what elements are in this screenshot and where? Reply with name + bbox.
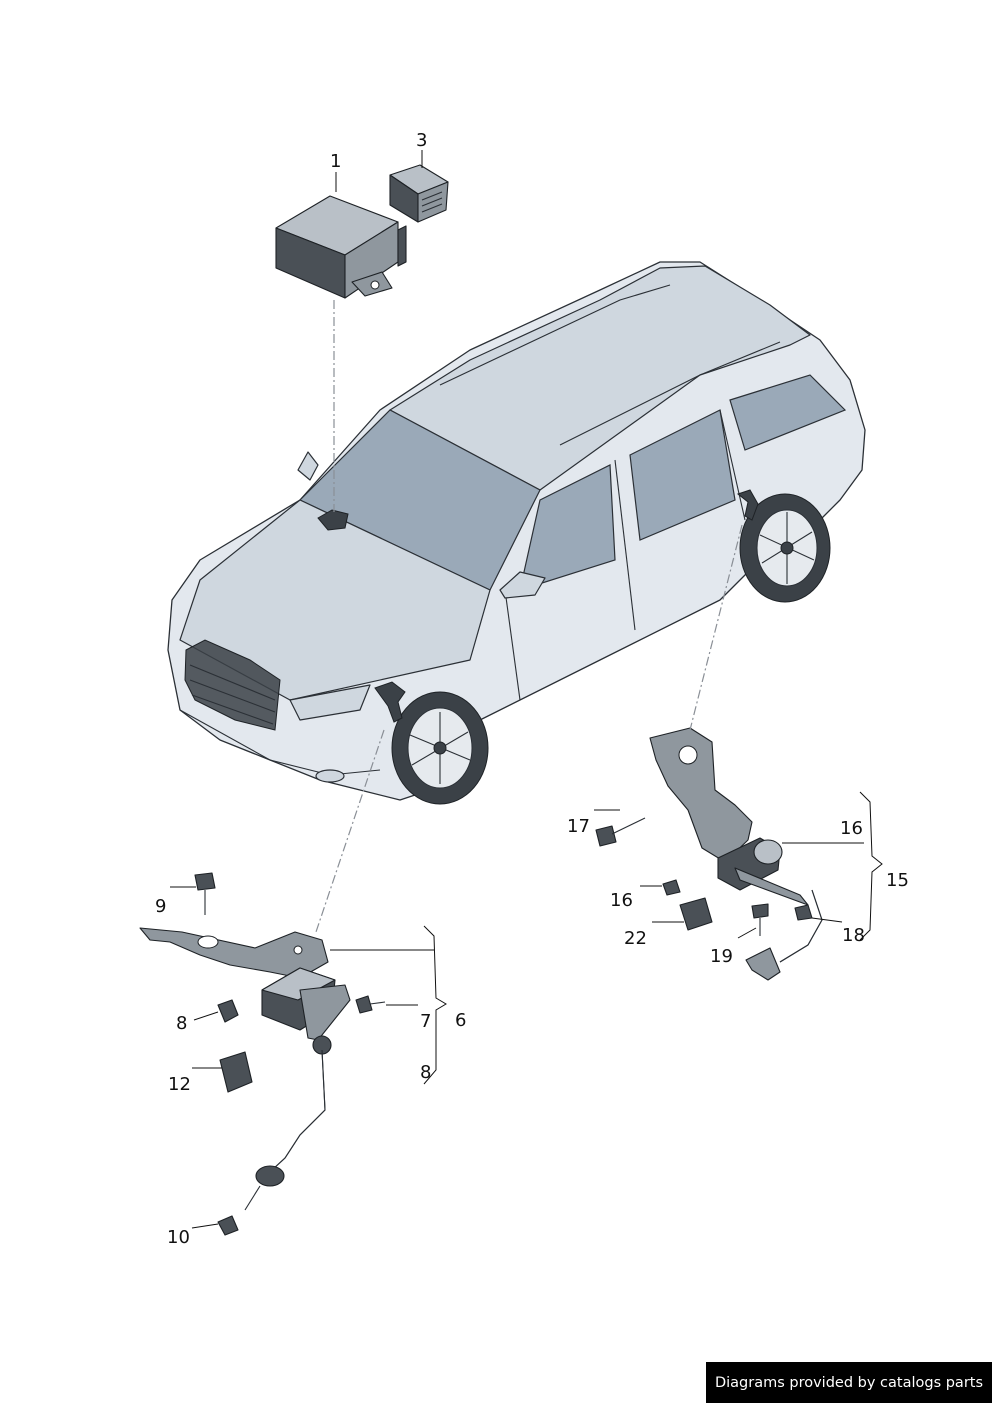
connector-part: [389, 164, 449, 223]
front-wheel: [391, 691, 489, 805]
bushing-22-icon: [679, 897, 713, 931]
callout-10: 10: [167, 1227, 190, 1248]
bolt-19-icon: [751, 903, 769, 919]
callout-16-bolt: 16: [610, 890, 633, 911]
callout-19: 19: [710, 946, 733, 967]
callout-16-assembly: 16: [840, 818, 863, 839]
windshield-sensor-mount: [317, 509, 349, 531]
callout-1: 1: [330, 151, 341, 172]
rear-wheel: [739, 493, 831, 603]
callout-3: 3: [416, 130, 427, 151]
front-grille: [184, 639, 281, 731]
nut-10-icon: [217, 1215, 239, 1236]
callout-8-bracket: 8: [420, 1062, 431, 1083]
attribution-footer: Diagrams provided by catalogs parts: [706, 1362, 992, 1403]
front-sensor-mount: [374, 681, 406, 723]
callout-12: 12: [168, 1074, 191, 1095]
callout-9: 9: [155, 896, 166, 917]
rear-level-sensor-assembly: [595, 727, 823, 981]
callout-15: 15: [886, 870, 909, 891]
callout-17: 17: [567, 816, 590, 837]
callout-8-nut: 8: [176, 1013, 187, 1034]
leader-lines: [170, 150, 883, 1229]
nut-18-icon: [794, 904, 813, 921]
callout-22: 22: [624, 928, 647, 949]
callout-7: 7: [420, 1011, 431, 1032]
bolt-9-icon: [194, 872, 216, 891]
bolt-7-icon: [355, 995, 373, 1014]
bolt-17-icon: [595, 825, 617, 847]
control-unit-part: [275, 195, 407, 299]
callout-18: 18: [842, 925, 865, 946]
callout-6: 6: [455, 1010, 466, 1031]
rear-sensor-mount: [736, 489, 759, 521]
front-level-sensor-assembly: [139, 872, 386, 1236]
clip-12-icon: [219, 1051, 253, 1093]
vehicle-illustration: [167, 261, 866, 805]
nut-8-icon: [217, 999, 239, 1023]
bolt-16-icon: [662, 879, 681, 896]
